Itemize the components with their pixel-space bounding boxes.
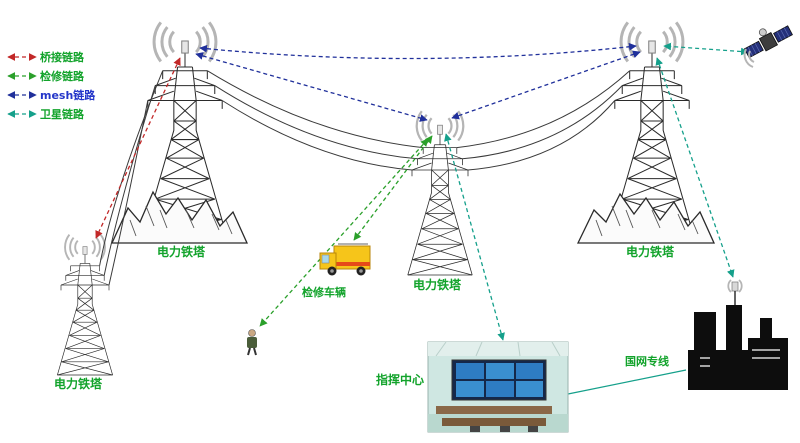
mountain-left [110, 190, 249, 244]
field-worker-icon [247, 329, 257, 356]
mesh-link-left-right [199, 42, 637, 60]
power-tower-small [56, 233, 114, 376]
satellite-link-satellite-right-tower [663, 42, 749, 56]
vehicle-label: 检修车辆 [302, 285, 346, 299]
command-center-label: 指挥中心 [376, 372, 424, 387]
legend-label-bridge: 桥接链路 [40, 50, 85, 64]
maintenance-truck-icon [319, 243, 371, 276]
factory-icon [688, 279, 788, 390]
power-tower-middle [406, 110, 474, 277]
satellite-link-right-tower-factory [655, 57, 735, 278]
wire-command-center-factory [567, 369, 687, 395]
maintenance-link-middle-vehicle [353, 135, 433, 241]
satellite-link-middle-command-center [444, 133, 505, 341]
legend: 桥接链路 检修链路 mesh链路 卫星链路 [7, 50, 96, 121]
tower-left-label: 电力铁塔 [157, 244, 206, 259]
legend-label-mesh: mesh链路 [40, 88, 96, 102]
legend-label-maintenance: 检修链路 [40, 69, 85, 83]
mountain-right [576, 192, 716, 244]
legend-label-satellite: 卫星链路 [40, 107, 85, 121]
mesh-link-middle-right [451, 50, 641, 120]
tower-middle-label: 电力铁塔 [413, 277, 462, 292]
command-center-image [427, 341, 569, 433]
links [95, 42, 749, 395]
satellite-icon [743, 25, 793, 68]
grid-line-label: 国网专线 [625, 354, 669, 368]
tower-small-label: 电力铁塔 [54, 376, 103, 391]
bridge-link-left-small [95, 57, 181, 239]
mesh-link-left-middle [195, 52, 428, 122]
tower-right-label: 电力铁塔 [626, 244, 675, 259]
